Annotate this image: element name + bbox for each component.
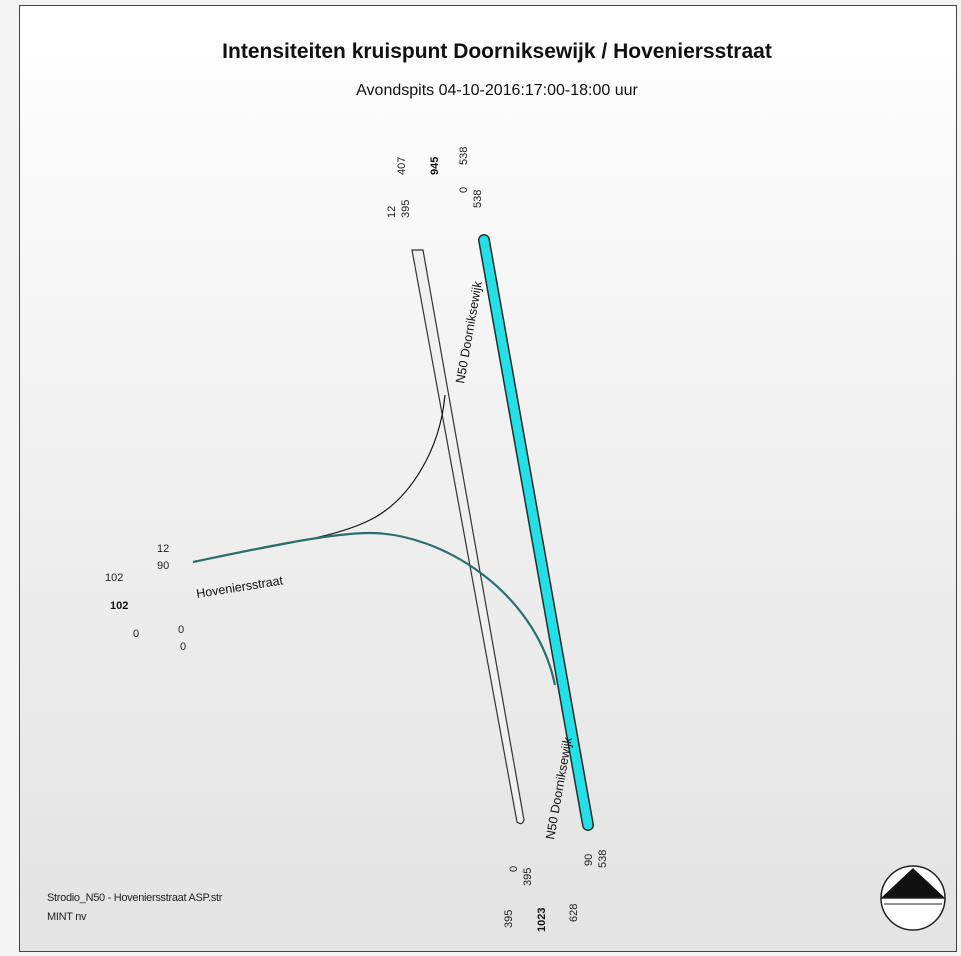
count-north-out-right: 12: [386, 206, 398, 218]
count-south-in-straight: 395: [522, 868, 534, 886]
road-label-north: N50 Doorniksewijk: [453, 279, 485, 384]
count-south-cross-total: 1023: [536, 908, 548, 932]
count-south-in-right: 0: [508, 866, 520, 872]
count-west-in-total: 0: [133, 628, 139, 640]
n50-lane-southbound: [411, 249, 525, 825]
count-west-cross-total: 102: [110, 600, 128, 612]
count-west-out-total: 102: [105, 572, 123, 584]
footer-company: MINT nv: [47, 911, 87, 923]
footer-file: Strodio_N50 - Hoveniersstraat ASP.str: [47, 892, 223, 904]
count-north-in-left: 0: [458, 187, 470, 193]
count-north-in-straight: 538: [472, 190, 484, 208]
diagram-frame: [19, 5, 957, 952]
count-north-out-straight: 395: [400, 200, 412, 218]
count-south-out-total: 395: [503, 910, 515, 928]
count-north-in-total: 538: [458, 147, 470, 165]
count-west-out-b: 0: [180, 641, 186, 653]
count-south-out-straight: 538: [597, 850, 609, 868]
n50-main-flow-fill: [479, 235, 593, 830]
count-south-out-left: 90: [583, 854, 595, 866]
count-south-in-total: 628: [568, 904, 580, 922]
road-label-south: N50 Doorniksewijk: [543, 735, 575, 840]
diagram-subtitle: Avondspits 04-10-2016:17:00-18:00 uur: [356, 82, 638, 99]
diagram-title: Intensiteiten kruispunt Doorniksewijk / …: [222, 40, 772, 63]
count-west-out-a: 0: [178, 624, 184, 636]
count-west-in-right: 12: [157, 543, 169, 555]
count-north-cross-total: 945: [429, 157, 441, 175]
count-north-out-total: 407: [396, 157, 408, 175]
north-arrow-icon: [880, 865, 946, 931]
count-west-in-left: 90: [157, 560, 169, 572]
turn-hoveniersstraat-to-south: [192, 531, 557, 686]
road-label-west: Hoveniersstraat: [195, 573, 284, 601]
